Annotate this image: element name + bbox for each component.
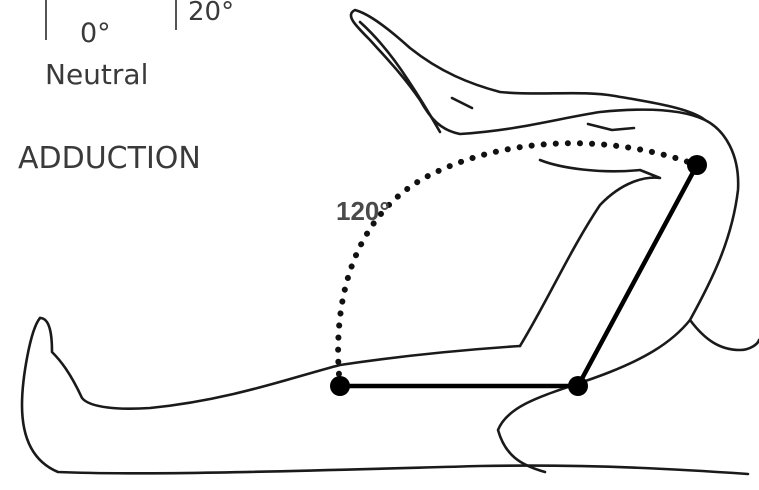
straight-leg-outline xyxy=(22,318,748,474)
knee-joint-marker xyxy=(687,155,707,175)
thigh-segment xyxy=(578,165,697,386)
scale-inset: 20° 0° Neutral ADDUCTION xyxy=(18,0,234,176)
hip-joint-marker xyxy=(568,376,588,396)
thigh-outline xyxy=(520,160,660,346)
label-adduction: ADDUCTION xyxy=(18,141,201,176)
hip-buttock xyxy=(690,320,759,350)
knee-crease-1 xyxy=(452,98,472,108)
label-20-degree: 20° xyxy=(188,0,234,27)
label-neutral: Neutral xyxy=(45,58,148,91)
knee-crease-2 xyxy=(588,124,634,130)
ankle-joint-marker xyxy=(330,376,350,396)
label-neutral-degree: 0° xyxy=(80,18,111,49)
label-flexion-angle: 120° xyxy=(336,196,390,226)
foot-toes xyxy=(40,318,520,409)
